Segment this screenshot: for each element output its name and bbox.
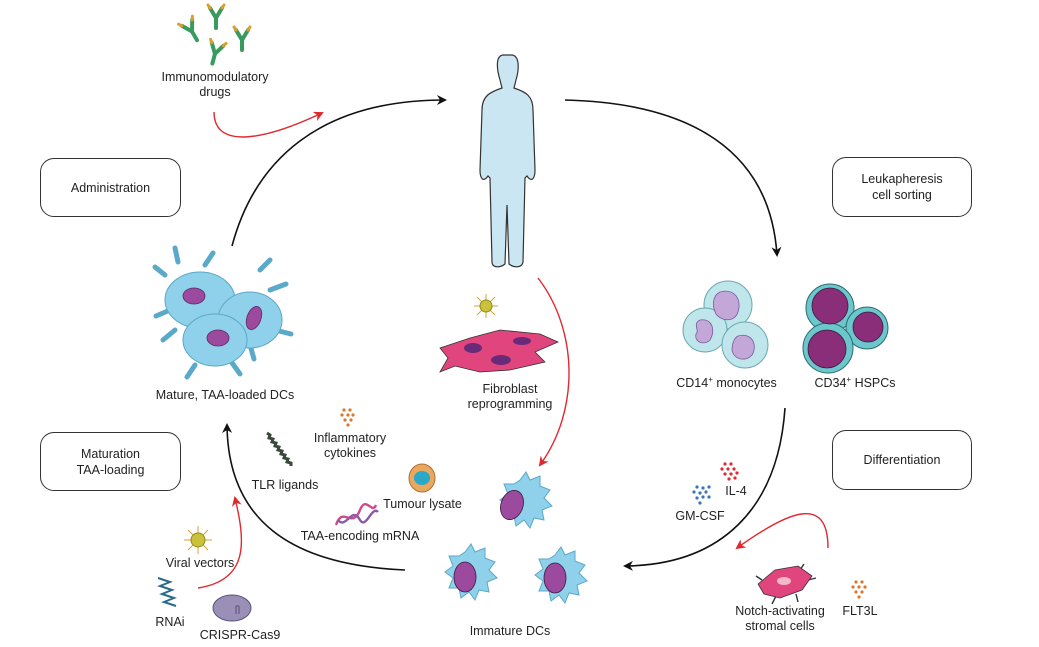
label-immature-dcs: Immature DCs [469, 624, 551, 638]
input-arrow-stromal [735, 512, 829, 550]
patient-silhouette-icon [479, 54, 536, 268]
label-rnai: RNAi [155, 615, 185, 629]
label-il4: IL-4 [725, 484, 747, 498]
cycle-arrow-patient-to-leukapheresis [564, 99, 782, 257]
stage-differentiation-label: Differentiation [863, 453, 941, 467]
label-cd14-monocytes: CD14+ monocytes [664, 374, 789, 391]
label-cd14-suffix: monocytes [712, 376, 777, 390]
label-flt3l: FLT3L [842, 604, 878, 618]
cycle-arrow-immature-to-mature-dcs [222, 423, 406, 571]
stromal-cell-icon [755, 563, 817, 605]
stage-leukapheresis: Leukapheresis cell sorting [832, 157, 972, 217]
label-cd34-plus: + [846, 374, 852, 384]
antibody-icon [177, 3, 252, 66]
stage-administration-label: Administration [70, 180, 151, 195]
virus-icon [474, 294, 498, 318]
stage-maturation-line2: TAA-loading [76, 462, 145, 477]
rnai-icon [157, 577, 177, 607]
stage-maturation: Maturation TAA-loading [40, 432, 181, 491]
label-inflammatory-line2: cytokines [323, 446, 377, 460]
crispr-cas9-icon [212, 594, 252, 622]
label-notch-line2: stromal cells [745, 619, 815, 633]
label-fibroblast-reprogramming: Fibroblast reprogramming [455, 382, 565, 412]
label-gmcsf: GM-CSF [675, 509, 725, 523]
gmcsf-icon [692, 485, 711, 505]
label-fibroblast-line1: Fibroblast [482, 382, 538, 396]
cycle-arrow-administration-to-patient [231, 95, 447, 247]
tlr-ligands-icon [266, 431, 293, 466]
viral-vectors-icon [184, 526, 212, 554]
label-immunomodulatory-line2: drugs [199, 85, 231, 99]
stage-administration: Administration [40, 158, 181, 217]
cd34-hspcs-icon [802, 283, 889, 374]
label-cd14-prefix: CD14 [676, 376, 709, 390]
label-tumour-lysate: Tumour lysate [383, 497, 462, 511]
cd14-monocytes-icon [682, 280, 769, 369]
cycle-arrow-monocytes-to-immature-dcs [623, 407, 786, 571]
input-arrow-fibroblast [537, 277, 570, 467]
label-taa-mrna: TAA-encoding mRNA [300, 529, 420, 543]
label-crispr-cas9: CRISPR-Cas9 [199, 628, 281, 642]
label-inflammatory-cytokines: Inflammatory cytokines [305, 431, 395, 461]
stage-leukapheresis-line1: Leukapheresis [861, 172, 943, 186]
inflammatory-cytokines-icon [340, 408, 355, 427]
label-viral-vectors: Viral vectors [165, 556, 235, 570]
label-immunomodulatory-drugs: Immunomodulatory drugs [150, 70, 280, 100]
stage-differentiation: Differentiation [832, 430, 972, 490]
label-cd34-hspcs: CD34+ HSPCs [800, 374, 910, 391]
label-cd14-plus: + [708, 374, 713, 384]
immature-dcs-icon [444, 471, 588, 605]
input-arrow-genetic-modification [197, 496, 243, 589]
label-cd34-suffix: HSPCs [851, 376, 896, 390]
stage-maturation-line1: Maturation [80, 446, 141, 461]
label-inflammatory-line1: Inflammatory [313, 431, 387, 445]
taa-mrna-icon [334, 503, 379, 526]
mature-dc-cluster-icon [152, 245, 294, 380]
label-cd34-prefix: CD34 [814, 376, 847, 390]
il4-icon [720, 462, 739, 481]
stage-leukapheresis-line2: cell sorting [872, 188, 932, 202]
label-notch-stromal-cells: Notch-activating stromal cells [725, 604, 835, 634]
label-notch-line1: Notch-activating [735, 604, 825, 618]
fibroblast-icon [439, 329, 559, 373]
tumour-lysate-icon [408, 463, 436, 493]
flt3l-icon [851, 580, 867, 599]
label-tlr-ligands: TLR ligands [251, 478, 319, 492]
label-fibroblast-line2: reprogramming [467, 397, 553, 411]
input-arrow-immunomodulatory [213, 111, 324, 138]
label-immunomodulatory-line1: Immunomodulatory [161, 70, 269, 84]
label-mature-dcs: Mature, TAA-loaded DCs [155, 388, 295, 402]
